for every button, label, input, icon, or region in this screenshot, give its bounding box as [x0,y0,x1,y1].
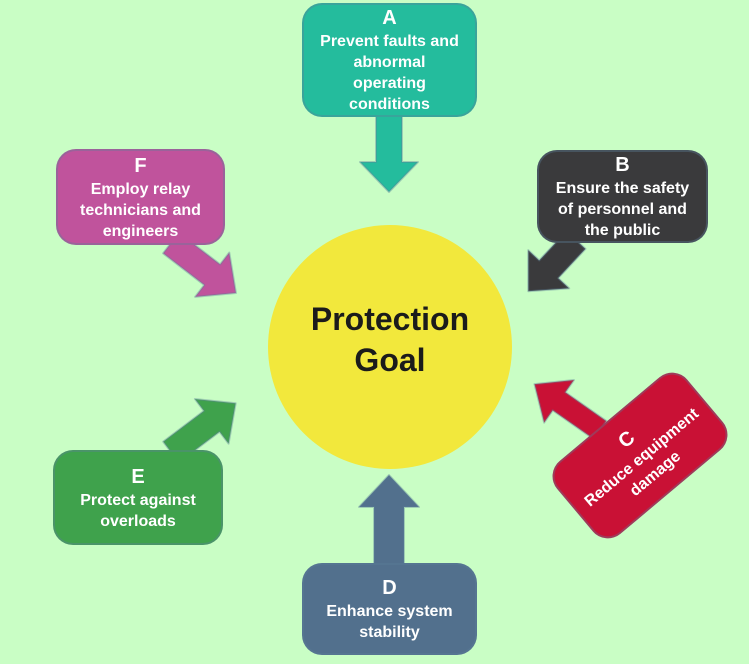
node-a-text: Prevent faults and abnormal operating co… [320,33,459,113]
arrow-c-icon [533,379,608,441]
arrow-a-icon [359,115,419,193]
goal-circle[interactable]: Protection Goal [268,225,512,469]
node-f-box[interactable]: F Employ relay technicians and engineers [56,149,225,245]
arrow-d-icon [358,474,420,566]
node-b-text: Ensure the safety of personnel and the p… [555,180,690,239]
node-f-letter: F [134,154,147,177]
arrow-f-icon [162,231,237,298]
node-d-letter: D [382,577,397,599]
goal-label: Protection Goal [310,301,470,378]
node-b-letter: B [615,154,630,176]
node-e-letter: E [131,465,145,488]
node-d-box[interactable]: D Enhance system stability [302,563,477,655]
node-d-text: Enhance system stability [326,603,453,641]
node-a-letter: A [382,7,397,29]
node-e-box[interactable]: E Protect against overloads [53,450,223,545]
node-a-box[interactable]: A Prevent faults and abnormal operating … [302,3,477,117]
node-e-text: Protect against overloads [80,491,196,530]
node-f-text: Employ relay technicians and engineers [80,180,201,240]
node-b-box[interactable]: B Ensure the safety of personnel and the… [537,150,708,243]
